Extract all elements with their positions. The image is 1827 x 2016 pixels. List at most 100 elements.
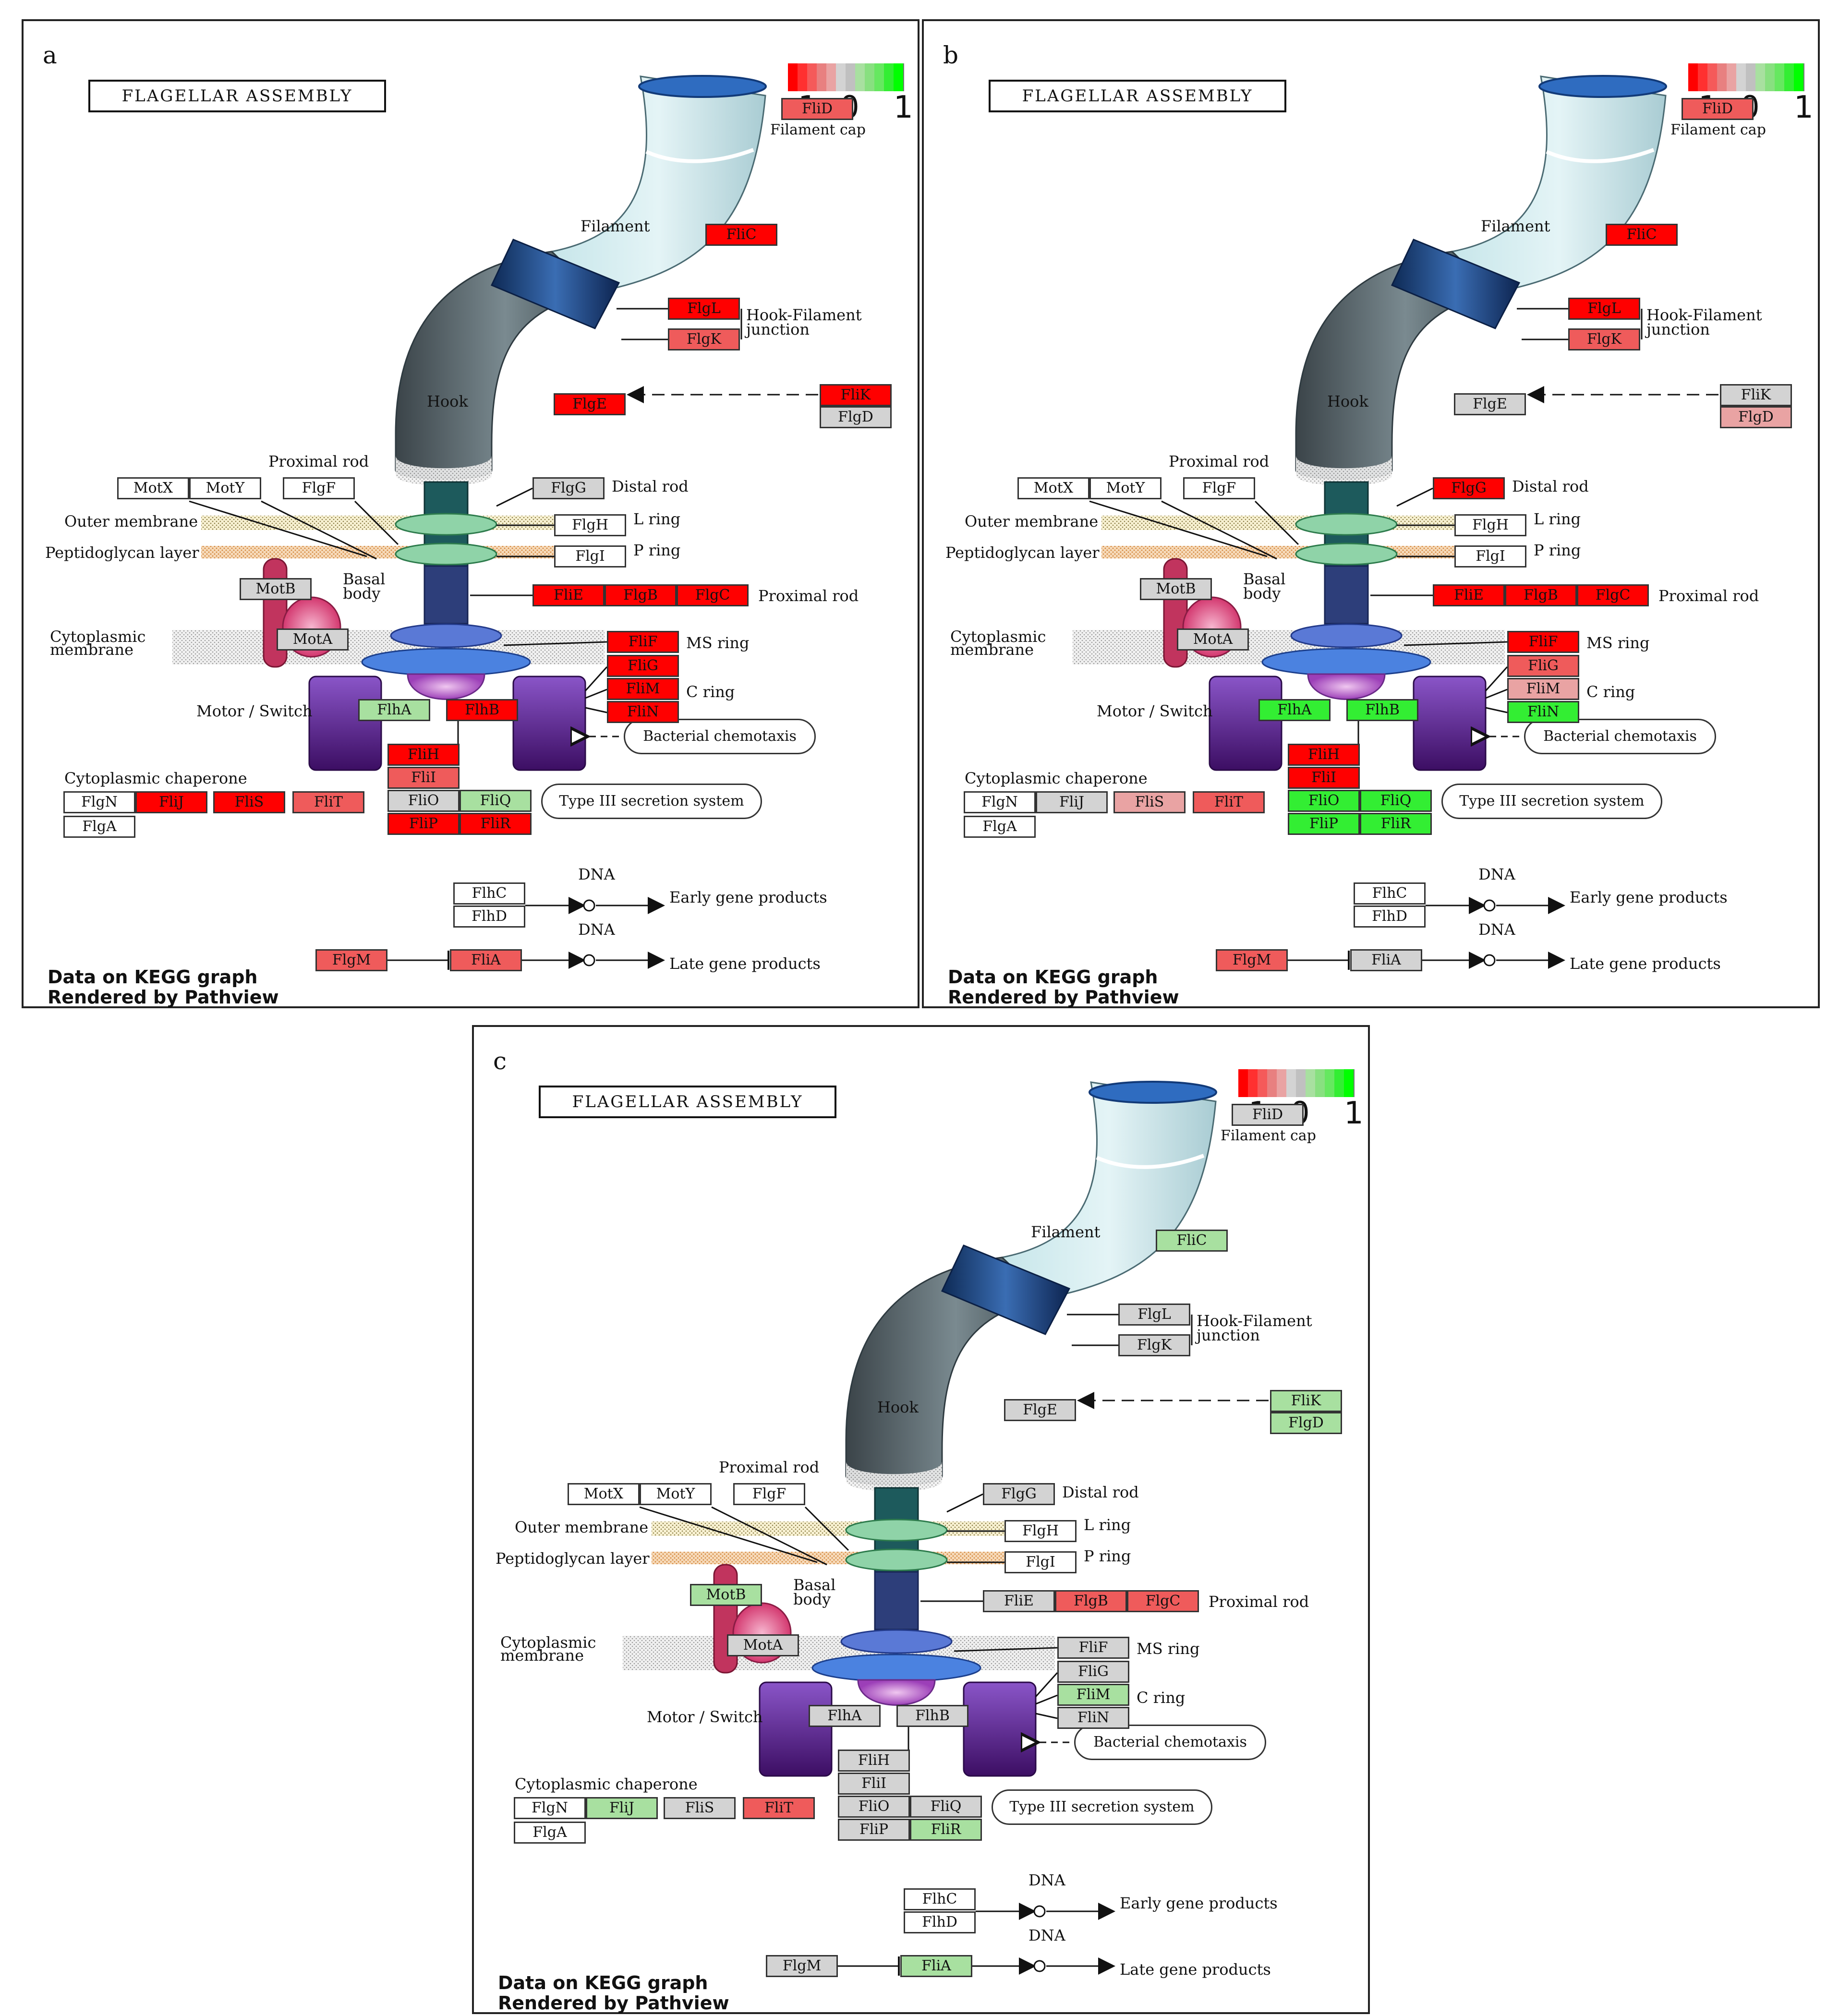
- gene-box-flie: FliE: [532, 584, 605, 606]
- color-scale-step: [1277, 1069, 1287, 1097]
- junction-connectors: [1517, 308, 1643, 340]
- color-scale-step: [1746, 63, 1756, 91]
- gene-box-flgl: FlgL: [668, 298, 740, 320]
- gene-box-flin: FliN: [1507, 701, 1579, 723]
- gene-box-motb: MotB: [240, 578, 312, 600]
- label-distal-rod: Distal rod: [1062, 1483, 1139, 1501]
- hook-base-shading: [396, 456, 492, 486]
- label-cytoplasmic-chaperone: Cytoplasmic chaperone: [965, 769, 1148, 787]
- gene-box-flio: FliO: [387, 790, 460, 812]
- color-scale-step: [817, 63, 827, 91]
- gene-box-flgd: FlgD: [820, 406, 892, 428]
- gene-box-flhc: FlhC: [904, 1888, 976, 1910]
- gene-box-mota: MotA: [277, 628, 349, 651]
- gene-box-flii: FliI: [838, 1773, 910, 1795]
- gene-box-flip: FliP: [387, 813, 460, 835]
- label-hook-filament-junction-1: Hook-Filament: [746, 306, 862, 324]
- scale-max-label: 1: [1344, 1096, 1364, 1131]
- color-scale-bar: [788, 63, 904, 91]
- panel-letter: a: [43, 41, 57, 69]
- footer-rendered-line: Rendered by Pathview: [498, 1992, 729, 2014]
- label-early-gene-products: Early gene products: [1570, 888, 1728, 906]
- gene-box-flhd: FlhD: [453, 905, 525, 928]
- gene-box-flis: FliS: [213, 791, 285, 813]
- color-scale-step: [826, 63, 837, 91]
- label-outer-membrane: Outer membrane: [515, 1518, 649, 1536]
- gene-box-flgm: FlgM: [315, 949, 387, 971]
- gene-box-flik: FliK: [1720, 384, 1792, 406]
- label-proximal-rod-right: Proximal rod: [1658, 587, 1759, 605]
- label-hook: Hook: [877, 1398, 919, 1416]
- gene-box-flit: FliT: [292, 791, 364, 813]
- pathway-title: FLAGELLAR ASSEMBLY: [88, 80, 386, 112]
- gene-box-flhc: FlhC: [453, 882, 525, 905]
- gene-box-flgb: FlgB: [605, 584, 677, 606]
- color-scale-step: [807, 63, 818, 91]
- gene-box-flgc: FlgC: [677, 584, 749, 606]
- label-dna-1: DNA: [1478, 865, 1515, 883]
- label-cytoplasmic-chaperone: Cytoplasmic chaperone: [64, 769, 247, 787]
- gene-box-flih: FliH: [1288, 744, 1360, 766]
- gene-box-flga: FlgA: [514, 1822, 586, 1844]
- color-scale-step: [1286, 1069, 1297, 1097]
- dna-node-1: [1033, 1905, 1046, 1918]
- color-scale-step: [1267, 1069, 1278, 1097]
- color-scale-step: [1315, 1069, 1326, 1097]
- gene-box-flid: FliD: [1682, 98, 1754, 120]
- gene-box-flgh: FlgH: [1004, 1520, 1077, 1542]
- gene-box-flha: FlhA: [809, 1705, 881, 1727]
- outer-membrane-layer: [1101, 516, 1471, 530]
- motor-right-shape: [963, 1681, 1037, 1777]
- label-ms-ring: MS ring: [1586, 634, 1650, 652]
- gene-box-flgk: FlgK: [1118, 1334, 1190, 1356]
- proximal-rod-shape: [874, 1571, 919, 1630]
- label-hook-filament-junction-2: junction: [746, 320, 810, 338]
- label-proximal-rod-top: Proximal rod: [1169, 452, 1270, 471]
- gene-box-flgm: FlgM: [766, 1955, 838, 1977]
- gene-box-flig: FliG: [1507, 655, 1579, 677]
- gene-box-flhc: FlhC: [1354, 882, 1426, 905]
- bacterial-chemotaxis-pill: Bacterial chemotaxis: [1074, 1725, 1266, 1760]
- gene-box-flim: FliM: [1057, 1684, 1129, 1706]
- dna-node-2: [1033, 1960, 1046, 1972]
- gene-box-flgn: FlgN: [964, 791, 1036, 813]
- dna-node-2: [1483, 954, 1496, 966]
- color-scale-step: [1727, 63, 1737, 91]
- gene-box-flgn: FlgN: [63, 791, 135, 813]
- gene-box-flgi: FlgI: [1454, 545, 1526, 567]
- label-l-ring: L ring: [633, 510, 681, 528]
- gene-box-flif: FliF: [607, 631, 679, 653]
- color-scale-step: [1306, 1069, 1316, 1097]
- pathway-diagram: [1073, 75, 1718, 970]
- label-hook-filament-junction-1: Hook-Filament: [1646, 306, 1762, 324]
- label-cytoplasmic-membrane-1: Cytoplasmic: [500, 1633, 596, 1652]
- label-hook: Hook: [427, 392, 468, 410]
- scale-max-label: 1: [1794, 90, 1814, 125]
- hook-filament-junction-band: [1391, 239, 1521, 329]
- color-scale-step: [1238, 1069, 1249, 1097]
- gene-box-flih: FliH: [387, 744, 460, 766]
- color-scale-step: [1688, 63, 1699, 91]
- gene-box-moty: MotY: [1089, 477, 1162, 499]
- gene-box-flic: FliC: [1606, 224, 1678, 246]
- motor-right-shape: [512, 676, 586, 771]
- label-cytoplasmic-chaperone: Cytoplasmic chaperone: [515, 1775, 698, 1793]
- gene-box-flie: FliE: [1433, 584, 1505, 606]
- gene-box-flic: FliC: [1156, 1230, 1228, 1252]
- l-ring-shape: [845, 1519, 948, 1542]
- label-basal-body-2: body: [1243, 584, 1281, 603]
- filament-cap-shape: [1089, 1081, 1217, 1104]
- label-early-gene-products: Early gene products: [669, 888, 827, 906]
- label-dna-2: DNA: [1028, 1926, 1065, 1944]
- gene-box-motx: MotX: [568, 1483, 640, 1505]
- label-proximal-rod-top: Proximal rod: [719, 1458, 820, 1476]
- gene-box-flgf: FlgF: [283, 477, 355, 499]
- footer-data-line: Data on KEGG graph: [48, 966, 258, 988]
- gene-box-flij: FliJ: [135, 791, 207, 813]
- gene-box-flit: FliT: [1193, 791, 1265, 813]
- label-filament: Filament: [581, 217, 650, 235]
